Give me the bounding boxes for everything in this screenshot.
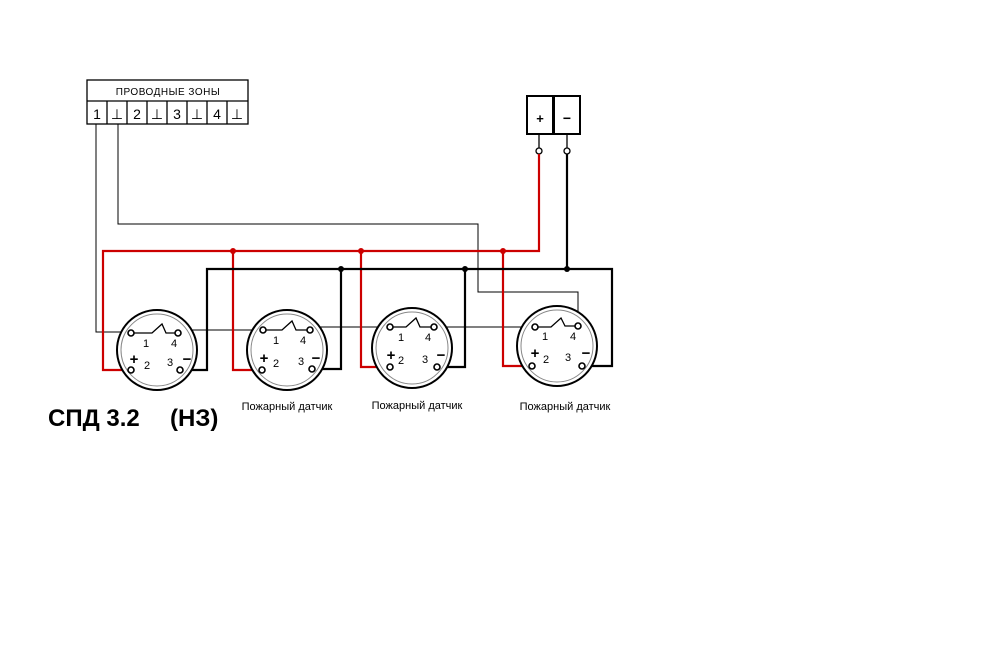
zone-block-title: ПРОВОДНЫЕ ЗОНЫ [116,87,220,98]
detector-4-pin1: 1 [542,331,548,343]
detector-2-caption: Пожарный датчик [242,401,333,413]
detector-4-pin3: 3 [565,352,571,364]
red-wire-nodes [230,248,506,254]
zone-cell-gnd-1: ⊥ [111,106,123,122]
zone-cell-2: 2 [133,106,141,122]
detector-2: 1 4 2 3 + − [246,309,328,391]
detector-2-pin1: 1 [273,335,279,347]
detector-3-plus: + [387,347,396,364]
power-plus-label: + [536,111,544,126]
detector-1-pin3: 3 [167,357,173,369]
detector-1-plus: + [130,351,139,368]
detector-4-plus: + [531,345,540,362]
diagram-title-suffix: (НЗ) [170,405,218,432]
detector-1-pin2: 2 [144,360,150,372]
detector-3-minus: − [437,347,446,364]
detector-1-pin1: 1 [143,338,149,350]
detector-3-pin3: 3 [422,354,428,366]
detector-4-minus: − [582,345,591,362]
detector-4: 1 4 2 3 + − [516,305,598,387]
zone-cell-1: 1 [93,106,101,122]
detector-2-minus: − [312,350,321,367]
zone-cell-3: 3 [173,106,181,122]
detector-3-pin1: 1 [398,332,404,344]
zone-cell-4: 4 [213,106,221,122]
zone-loop-wires [95,124,579,333]
power-minus-label: − [563,110,571,126]
detector-2-pin4: 4 [300,335,306,347]
zone-cell-gnd-4: ⊥ [231,106,243,122]
detector-4-caption: Пожарный датчик [520,401,611,413]
detector-2-pin3: 3 [298,356,304,368]
zone-cell-gnd-3: ⊥ [191,106,203,122]
detector-3-caption: Пожарный датчик [372,400,463,412]
detector-1-minus: − [183,351,192,368]
power-terminal-block: + − [526,95,581,155]
detector-2-plus: + [260,350,269,367]
detector-1: 1 4 2 3 + − [116,309,198,391]
detector-2-pin2: 2 [273,358,279,370]
diagram-title: СПД 3.2 [48,405,140,432]
detector-3: 1 4 2 3 + − [371,307,453,389]
zone-cells [106,101,228,124]
detector-4-pin4: 4 [570,331,576,343]
black-wire-nodes [338,266,570,272]
detector-1-pin4: 4 [171,338,177,350]
detector-4-pin2: 2 [543,354,549,366]
zone-terminal-block: ПРОВОДНЫЕ ЗОНЫ 1 ⊥ 2 ⊥ 3 ⊥ 4 ⊥ [86,79,249,125]
detector-3-pin2: 2 [398,355,404,367]
detector-3-pin4: 4 [425,332,431,344]
zone-cell-gnd-2: ⊥ [151,106,163,122]
